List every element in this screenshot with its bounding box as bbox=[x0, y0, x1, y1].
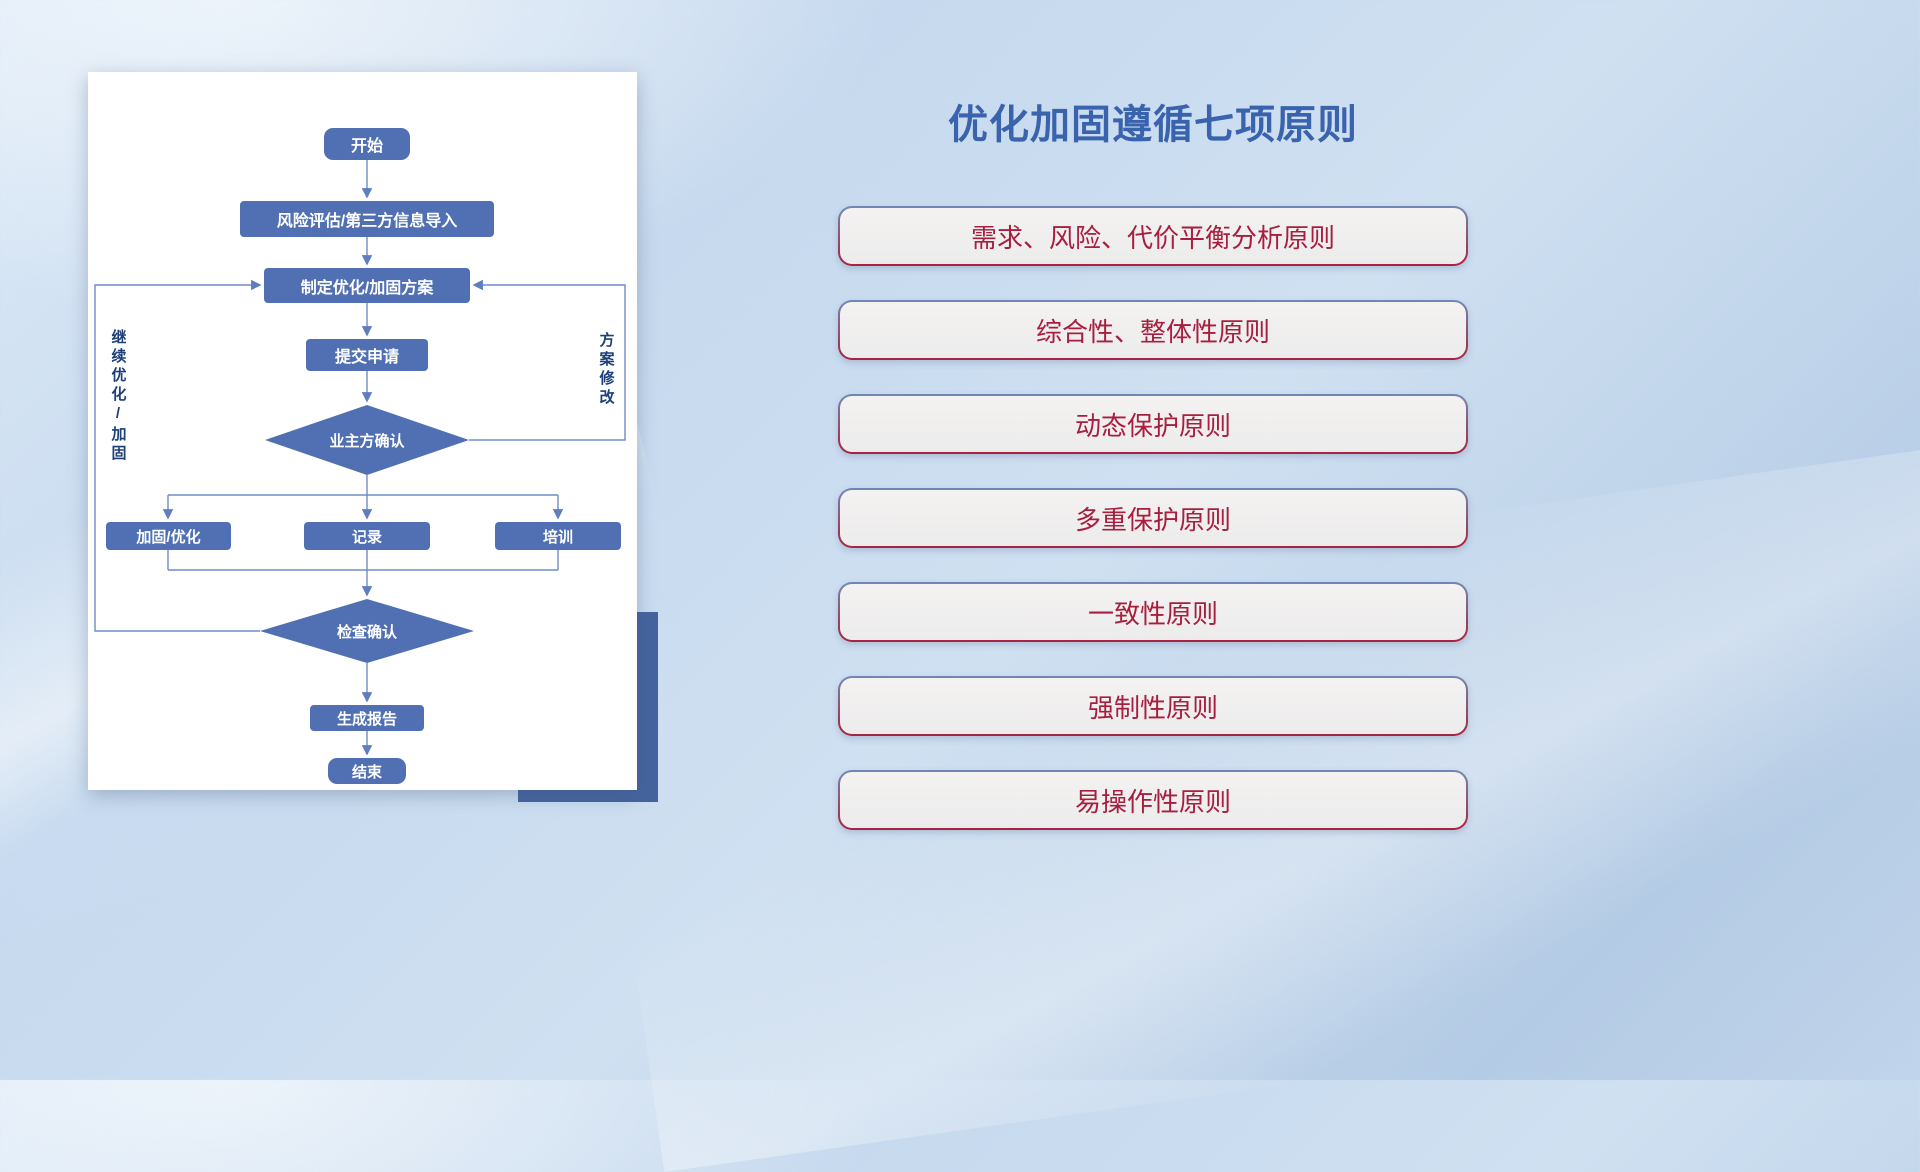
flow-node-start: 开始 bbox=[324, 128, 410, 160]
flow-node-record: 记录 bbox=[304, 522, 430, 550]
flow-node-generate-report: 生成报告 bbox=[310, 705, 424, 731]
flow-node-risk-assessment: 风险评估/第三方信息导入 bbox=[240, 201, 494, 237]
flow-connectors bbox=[94, 160, 626, 756]
principle-item-7: 易操作性原则 bbox=[838, 770, 1468, 830]
principle-item-3: 动态保护原则 bbox=[838, 394, 1468, 454]
flow-node-reinforce-optimize: 加固/优化 bbox=[106, 522, 231, 550]
loop-label-plan-revision: 方案修改 bbox=[597, 332, 615, 408]
flow-node-make-plan: 制定优化/加固方案 bbox=[264, 268, 470, 303]
flowchart-card: 开始 风险评估/第三方信息导入 制定优化/加固方案 提交申请 业主方确认 加固/… bbox=[88, 72, 637, 790]
flow-node-training: 培训 bbox=[495, 522, 621, 550]
principle-item-1: 需求、风险、代价平衡分析原则 bbox=[838, 206, 1468, 266]
flow-node-end: 结束 bbox=[328, 758, 406, 784]
principle-item-5: 一致性原则 bbox=[838, 582, 1468, 642]
slide: 开始 风险评估/第三方信息导入 制定优化/加固方案 提交申请 业主方确认 加固/… bbox=[0, 72, 1920, 1172]
principle-item-6: 强制性原则 bbox=[838, 676, 1468, 736]
principle-item-4: 多重保护原则 bbox=[838, 488, 1468, 548]
principles-panel: 优化加固遵循七项原则 需求、风险、代价平衡分析原则 综合性、整体性原则 动态保护… bbox=[838, 92, 1468, 830]
principles-list: 需求、风险、代价平衡分析原则 综合性、整体性原则 动态保护原则 多重保护原则 一… bbox=[838, 206, 1468, 830]
principle-item-2: 综合性、整体性原则 bbox=[838, 300, 1468, 360]
loop-label-continue-optimize: 继续优化/加固 bbox=[109, 328, 127, 464]
panel-title: 优化加固遵循七项原则 bbox=[948, 103, 1358, 147]
flow-node-submit-application: 提交申请 bbox=[306, 339, 428, 371]
